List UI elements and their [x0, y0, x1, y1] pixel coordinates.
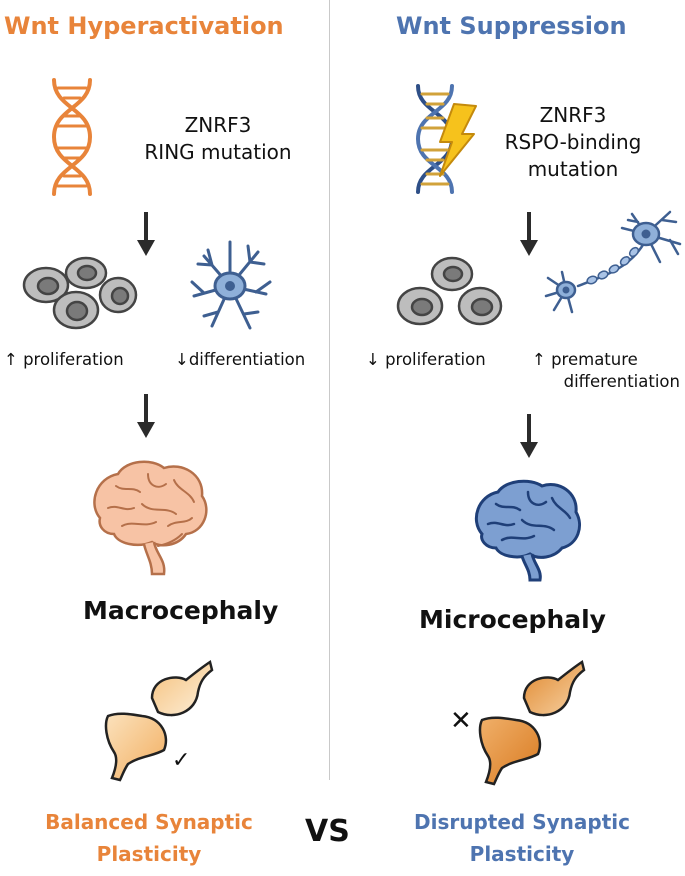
- right-differentiation-line2: differentiation: [563, 372, 680, 391]
- right-gene-label: ZNRF3 RSPO-binding mutation: [478, 102, 668, 183]
- progenitor-cells-icon: [396, 256, 503, 326]
- check-mark-icon: ✓: [172, 748, 191, 773]
- left-proliferation-effect: ↑ proliferation: [4, 350, 124, 369]
- dna-helix-icon: [51, 78, 93, 196]
- right-gene-mutation-line1: RSPO-binding: [504, 130, 642, 154]
- small-brain-icon: [474, 479, 581, 582]
- left-plasticity-label: Balanced Synaptic Plasticity: [4, 806, 294, 870]
- left-plasticity-line1: Balanced Synaptic: [45, 810, 253, 834]
- balanced-synapse-icon: [104, 659, 214, 782]
- down-arrow-icon: [520, 414, 538, 458]
- mature-neuron-icon: [544, 210, 682, 314]
- left-differentiation-effect: ↓differentiation: [175, 350, 306, 369]
- dna-mutation-icon: [415, 84, 477, 194]
- left-title: Wnt Hyperactivation: [4, 12, 284, 40]
- right-gene-mutation-line2: mutation: [527, 157, 619, 181]
- left-plasticity-line2: Plasticity: [96, 842, 202, 866]
- progenitor-cells-icon: [22, 256, 138, 330]
- down-arrow-icon: [520, 212, 538, 256]
- large-brain-icon: [93, 460, 208, 576]
- right-outcome: Microcephaly: [419, 605, 606, 634]
- left-gene-mutation: RING mutation: [144, 140, 292, 164]
- left-outcome: Macrocephaly: [83, 596, 279, 625]
- right-differentiation-line1: ↑ premature: [532, 350, 638, 369]
- down-arrow-icon: [137, 394, 155, 438]
- cross-mark-icon: ✕: [450, 706, 472, 736]
- left-gene-label: ZNRF3 RING mutation: [118, 112, 318, 166]
- neuron-icon: [190, 240, 272, 330]
- center-divider: [329, 0, 330, 780]
- down-arrow-icon: [137, 212, 155, 256]
- right-title: Wnt Suppression: [396, 12, 627, 40]
- right-plasticity-label: Disrupted Synaptic Plasticity: [372, 806, 672, 870]
- right-plasticity-line2: Plasticity: [469, 842, 575, 866]
- right-differentiation-effect: ↑ premature differentiation: [528, 349, 680, 393]
- right-plasticity-line1: Disrupted Synaptic: [414, 810, 630, 834]
- left-gene-name: ZNRF3: [184, 113, 252, 137]
- right-gene-name: ZNRF3: [539, 103, 607, 127]
- vs-label: VS: [305, 814, 350, 849]
- disrupted-synapse-icon: [478, 659, 586, 786]
- right-proliferation-effect: ↓ proliferation: [366, 350, 486, 369]
